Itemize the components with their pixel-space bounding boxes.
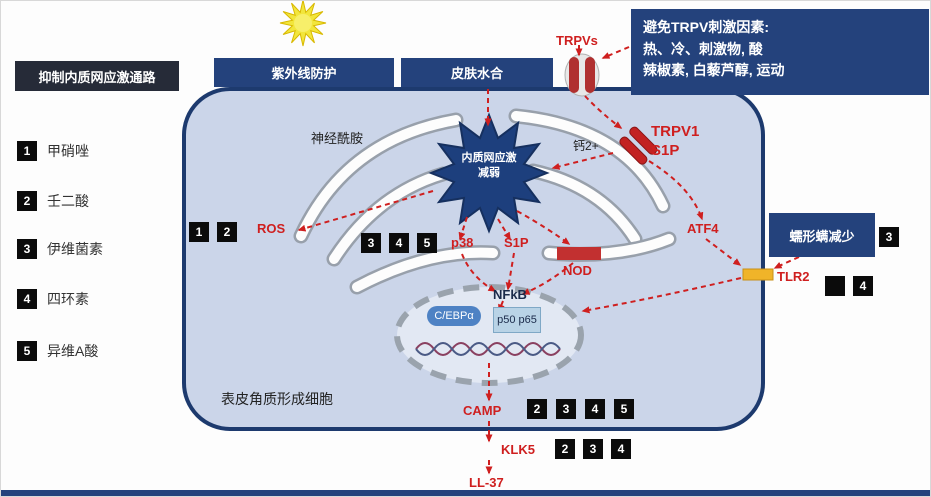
chip-3: 3	[879, 227, 899, 247]
p38-label: p38	[451, 235, 474, 250]
bottom-border-bar	[1, 490, 930, 496]
chip-4: 4	[585, 399, 605, 419]
nucleus-icon	[394, 284, 584, 386]
chip-4: 4	[611, 439, 631, 459]
cebpa-transcription-factor: C/EBPα	[427, 306, 481, 326]
p38-inhibitor-chips: 3 4 5	[361, 233, 437, 253]
chip-4: 4	[853, 276, 873, 296]
medication-label: 异维A酸	[47, 343, 99, 359]
trpvs-channel-icon	[564, 53, 600, 97]
chip-2: 2	[17, 191, 37, 211]
chip-1: 1	[17, 141, 37, 161]
chip-4: 4	[389, 233, 409, 253]
chip-3: 3	[583, 439, 603, 459]
pathway-arrows	[297, 45, 800, 475]
medication-item-5: 5 异维A酸	[17, 341, 98, 361]
er-crescents-icon	[293, 108, 677, 295]
chip-2: 2	[217, 222, 237, 242]
ll37-label: LL-37	[469, 475, 504, 490]
chip-5: 5	[417, 233, 437, 253]
chip-3: 3	[556, 399, 576, 419]
trpv1-s1p-label: TRPV1 S1P	[651, 123, 699, 161]
klk5-label: KLK5	[501, 442, 535, 457]
medication-label: 甲硝唑	[47, 143, 89, 159]
demodex-mites-box: 蠕形螨减少	[769, 213, 875, 257]
trpv1-s1p-sub-label: S1P	[651, 141, 680, 159]
avoid-trpv-factors-box: 避免TRPV刺激因素: 热、冷、刺激物, 酸 辣椒素, 白藜芦醇, 运动	[631, 9, 929, 95]
chip-3: 3	[17, 239, 37, 259]
calcium-label: 钙2+	[573, 139, 599, 153]
chip-3: 3	[361, 233, 381, 253]
nod-box-icon	[557, 247, 601, 260]
uv-protection-box: 紫外线防护	[214, 58, 394, 87]
avoid-line-1: 避免TRPV刺激因素:	[643, 19, 769, 35]
er-stress-line-2: 减弱	[478, 166, 500, 179]
left-panel-title: 抑制内质网应激通路	[15, 61, 179, 91]
tlr2-receptor-icon	[742, 268, 774, 281]
chip-2: 2	[555, 439, 575, 459]
trpv1-channel-icon	[619, 126, 658, 165]
tlr2-label: TLR2	[777, 269, 810, 284]
cell-type-label: 表皮角质形成细胞	[221, 391, 333, 407]
medication-item-2: 2 壬二酸	[17, 191, 89, 211]
klk5-inhibitor-chips: 2 3 4	[555, 439, 631, 459]
avoid-line-2: 热、冷、刺激物, 酸	[643, 40, 763, 57]
er-stress-label: 内质网应激 减弱	[447, 151, 531, 181]
chip-2: 2	[527, 399, 547, 419]
ros-inhibitor-chips: 1 2	[189, 222, 237, 242]
mites-inhibitor-chips: 3	[879, 227, 899, 247]
chip-5: 5	[17, 341, 37, 361]
sun-icon	[279, 1, 327, 47]
chip-blank	[825, 276, 845, 296]
trpv1-label: TRPV1	[651, 123, 700, 140]
medication-item-1: 1 甲硝唑	[17, 141, 89, 161]
nfkb-label: NFkB	[493, 287, 527, 302]
chip-4: 4	[17, 289, 37, 309]
camp-inhibitor-chips: 2 3 4 5	[527, 399, 634, 419]
camp-label: CAMP	[463, 403, 502, 418]
medication-item-4: 4 四环素	[17, 289, 89, 309]
avoid-line-3: 辣椒素, 白藜芦醇, 运动	[643, 62, 785, 79]
medication-item-3: 3 伊维菌素	[17, 239, 103, 259]
ros-label: ROS	[257, 221, 286, 236]
s1p-label: S1P	[504, 235, 529, 250]
tlr2-inhibitor-chips: 4	[825, 276, 873, 296]
chip-5: 5	[614, 399, 634, 419]
p50-p65-transcription-factor: p50 p65	[493, 307, 541, 333]
atf4-label: ATF4	[687, 221, 719, 236]
skin-hydration-box: 皮肤水合	[401, 58, 553, 87]
nod-label: NOD	[563, 263, 592, 278]
chip-1: 1	[189, 222, 209, 242]
medication-label: 伊维菌素	[47, 241, 103, 257]
er-stress-starburst-icon	[428, 112, 550, 234]
dna-helix-icon	[415, 342, 561, 356]
trpvs-label: TRPVs	[556, 33, 598, 48]
er-stress-line-1: 内质网应激	[461, 152, 517, 164]
medication-label: 壬二酸	[47, 193, 89, 209]
medication-label: 四环素	[47, 291, 89, 307]
ceramide-label: 神经酰胺	[311, 131, 364, 146]
